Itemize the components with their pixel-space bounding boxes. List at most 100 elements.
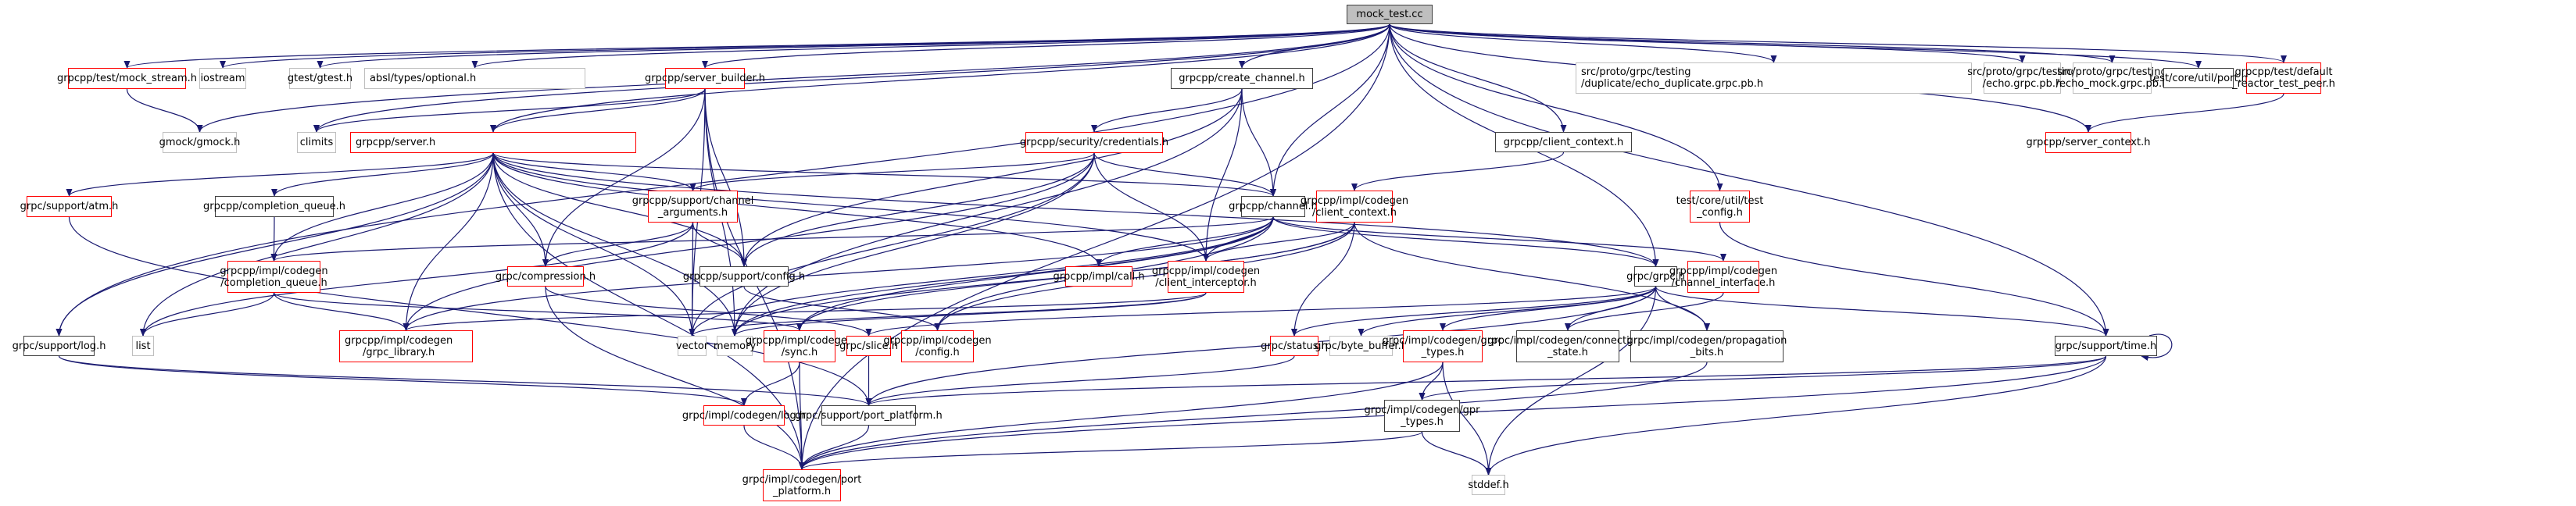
edge-mock_test-to-optional xyxy=(471,23,1390,69)
edge-cg_completion_queue-to-sync xyxy=(273,292,803,331)
node-label: grpcpp/impl/codegen /channel_interface.h xyxy=(1669,265,1778,289)
node-sync[interactable]: grpcpp/impl/codegen /sync.h xyxy=(746,330,853,362)
node-label: grpcpp/completion_queue.h xyxy=(203,201,346,212)
node-label: grpcpp/impl/codegen /sync.h xyxy=(745,334,854,358)
node-grpc-library[interactable]: grpcpp/impl/codegen /grpc_library.h xyxy=(339,330,473,362)
node-client-interceptor[interactable]: grpcpp/impl/codegen /client_interceptor.… xyxy=(1152,261,1260,293)
node-codegen-completion-queue[interactable]: grpcpp/impl/codegen /completion_queue.h xyxy=(220,261,328,293)
node-echo-duplicate: src/proto/grpc/testing /duplicate/echo_d… xyxy=(1576,62,1972,94)
node-codegen-config[interactable]: grpcpp/impl/codegen /config.h xyxy=(883,330,992,362)
edge-sync-to-cg_port_platform xyxy=(798,362,805,470)
node-iostream: iostream xyxy=(199,68,246,89)
node-codegen-log[interactable]: grpc/impl/codegen/log.h xyxy=(682,405,806,426)
edge-channel_arguments-to-vector xyxy=(689,222,696,337)
node-client-context[interactable]: grpcpp/client_context.h xyxy=(1495,132,1632,152)
node-impl-call[interactable]: grpcpp/impl/call.h xyxy=(1053,266,1145,287)
node-label: vector xyxy=(675,340,709,352)
node-label: grpcpp/impl/codegen /config.h xyxy=(883,334,992,358)
node-label: grpc/support/port_platform.h xyxy=(795,409,943,422)
edge-server-to-log xyxy=(55,152,494,337)
edge-channel_arguments-to-config xyxy=(692,222,747,267)
node-connectivity-state[interactable]: grpc/impl/codegen/connectivity _state.h xyxy=(1487,330,1648,362)
edge-server-to-grpc_library xyxy=(402,152,494,331)
node-test-config[interactable]: test/core/util/test _config.h xyxy=(1676,191,1763,223)
node-label: mock_test.cc xyxy=(1356,9,1423,20)
node-grpc-h[interactable]: grpc/grpc.h xyxy=(1626,266,1685,287)
edge-channel_interface-to-connectivity xyxy=(1565,292,1724,331)
node-label: gtest/gtest.h xyxy=(287,73,353,84)
edge-mock_test-to-client_context xyxy=(1389,23,1567,133)
node-security-credentials[interactable]: grpcpp/security/credentials.h xyxy=(1020,132,1168,153)
edge-grpc_h-to-connectivity xyxy=(1565,286,1657,331)
node-label: grpcpp/impl/codegen /completion_queue.h xyxy=(220,265,328,289)
node-status[interactable]: grpc/status.h xyxy=(1261,336,1328,356)
node-port[interactable]: test/core/util/port.h xyxy=(2149,68,2248,88)
node-atm[interactable]: grpc/support/atm.h xyxy=(20,196,118,217)
node-label: grpc/byte_buffer.h xyxy=(1315,340,1408,352)
node-port-platform[interactable]: grpc/support/port_platform.h xyxy=(795,405,943,426)
node-label: grpc/support/log.h xyxy=(12,340,106,352)
node-label: grpcpp/test/default _reactor_test_peer.h xyxy=(2232,66,2335,90)
node-support-log[interactable]: grpc/support/log.h xyxy=(13,336,106,356)
node-label: memory xyxy=(713,340,757,352)
node-label: grpcpp/server.h xyxy=(356,137,436,148)
edge-grpc_types-to-stddef xyxy=(1442,362,1492,476)
node-label: grpcpp/impl/codegen /client_interceptor.… xyxy=(1151,265,1261,289)
node-default-reactor-test-peer[interactable]: grpcpp/test/default _reactor_test_peer.h xyxy=(2232,62,2335,94)
edge-channel-to-call xyxy=(1096,216,1274,267)
node-server[interactable]: grpcpp/server.h xyxy=(350,132,636,153)
node-channel-interface[interactable]: grpcpp/impl/codegen /channel_interface.h xyxy=(1669,261,1777,293)
edge-credentials-to-grpc_library xyxy=(402,152,1095,331)
node-slice[interactable]: grpc/slice.h xyxy=(839,336,898,356)
edge-channel_arguments-to-compression xyxy=(542,222,694,267)
node-support-config[interactable]: grpcpp/support/config.h xyxy=(683,266,805,287)
node-label: src/proto/grpc/testing /echo.grpc.pb.h xyxy=(1967,66,2077,90)
edge-time-to-port_platform xyxy=(865,355,2107,406)
edge-cg_client_context-to-propagation xyxy=(1354,222,1710,331)
edge-channel-to-grpc_library xyxy=(402,216,1274,331)
node-grpc-types[interactable]: grpc/impl/codegen/grpc _types.h xyxy=(1382,330,1504,362)
node-label: grpc/support/time.h xyxy=(2055,340,2157,352)
edge-server_builder-to-compression xyxy=(542,88,706,267)
node-codegen-client-context[interactable]: grpcpp/impl/codegen /client_context.h xyxy=(1301,191,1408,223)
edge-mock_test-to-climits xyxy=(313,23,1390,133)
edge-mock_test-to-echo_mock xyxy=(1389,23,2116,63)
node-channel[interactable]: grpcpp/channel.h xyxy=(1229,196,1318,217)
edge-mock_test-to-test_config xyxy=(1389,23,1723,191)
node-server-builder[interactable]: grpcpp/server_builder.h xyxy=(645,68,765,89)
edge-create_channel-to-client_interceptor xyxy=(1203,88,1243,262)
node-create-channel[interactable]: grpcpp/create_channel.h xyxy=(1171,68,1313,89)
node-codegen-port-platform[interactable]: grpc/impl/codegen/port _platform.h xyxy=(742,469,861,501)
node-label: grpcpp/impl/call.h xyxy=(1053,270,1145,283)
node-memory: memory xyxy=(713,336,757,356)
edge-cg_client_context-to-cg_config xyxy=(934,222,1355,331)
edge-mock_stream-to-gmock xyxy=(126,88,203,133)
edge-completion_queue-to-cg_completion_queue xyxy=(270,216,277,262)
node-label: grpcpp/support/config.h xyxy=(682,270,806,283)
node-channel-arguments[interactable]: grpcpp/support/channel _arguments.h xyxy=(632,191,753,223)
edge-log-to-port_platform xyxy=(58,355,872,406)
node-server-context[interactable]: grpcpp/server_context.h xyxy=(2027,132,2150,153)
edge-test_config-to-time xyxy=(1719,222,2109,337)
node-propagation-bits[interactable]: grpc/impl/codegen/propagation _bits.h xyxy=(1627,330,1787,362)
edge-mock_test-to-server xyxy=(490,23,1390,133)
edge-server-to-memory xyxy=(492,152,738,337)
edge-sync-to-cg_log xyxy=(741,362,800,406)
node-label: test/core/util/test _config.h xyxy=(1676,194,1764,219)
edge-client_interceptor-to-memory xyxy=(732,292,1207,337)
node-label: climits xyxy=(299,137,334,148)
edge-mock_test-to-server_builder xyxy=(702,23,1390,69)
edge-server-to-list xyxy=(140,152,494,337)
node-completion-queue[interactable]: grpcpp/completion_queue.h xyxy=(203,196,345,217)
edge-channel_arguments-to-list xyxy=(140,222,694,337)
edge-server-to-grpc_h xyxy=(492,152,1659,267)
edge-grpc_h-to-grpc_types xyxy=(1440,286,1657,331)
node-support-time[interactable]: grpc/support/time.h xyxy=(2055,336,2157,356)
node-label: grpc/impl/codegen/gpr _types.h xyxy=(1364,404,1480,428)
node-gpr-types[interactable]: grpc/impl/codegen/gpr _types.h xyxy=(1365,400,1479,432)
node-mock-stream[interactable]: grpcpp/test/mock_stream.h xyxy=(57,68,197,89)
node-compression[interactable]: grpc/compression.h xyxy=(496,266,596,287)
node-label: grpc/support/atm.h xyxy=(20,201,119,212)
edge-create_channel-to-credentials xyxy=(1091,88,1243,133)
edge-mock_test-to-port xyxy=(1389,23,2202,69)
